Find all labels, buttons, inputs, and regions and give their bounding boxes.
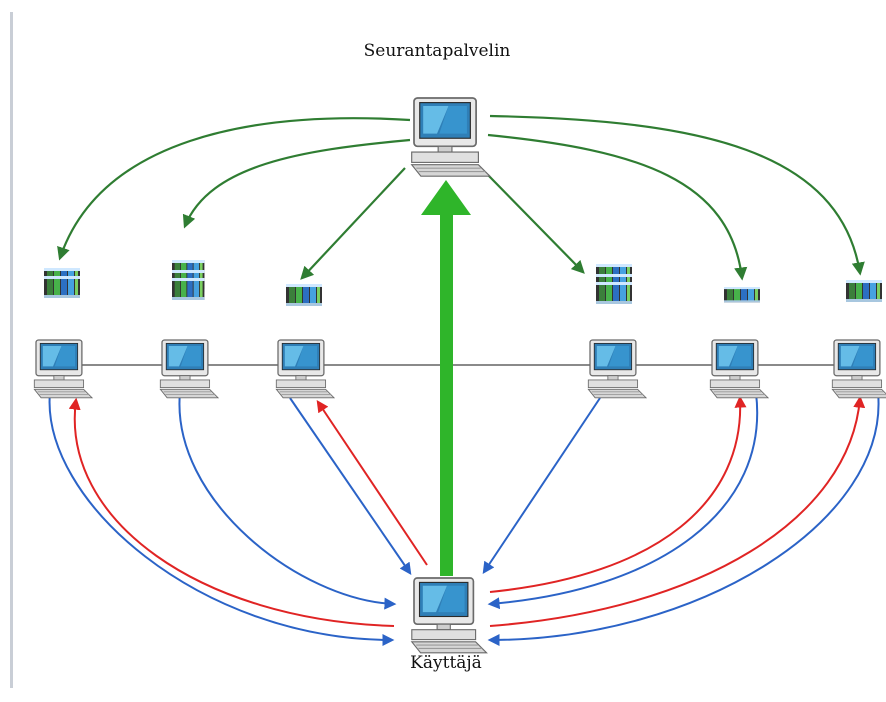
arrow-user-to-peer1 xyxy=(68,397,395,627)
file-stack-icon xyxy=(286,284,322,306)
file-stack-icon xyxy=(44,268,80,298)
peer-computers xyxy=(33,339,886,399)
arrow-server-to-peer-4 xyxy=(487,174,585,274)
arrow-peer4-to-user xyxy=(482,397,601,574)
user-to-server-arrow xyxy=(421,180,471,576)
tracker-server-computer xyxy=(410,97,491,178)
arrow-user-to-peer3 xyxy=(316,400,428,566)
computer-icon xyxy=(275,339,335,399)
user-to-peer-arrows xyxy=(68,395,866,627)
computer-icon xyxy=(709,339,769,399)
user-computer xyxy=(410,577,488,654)
file-stack-icon xyxy=(596,264,632,304)
arrow-server-to-peer-6 xyxy=(489,114,865,276)
computer-icon xyxy=(831,339,886,399)
left-border-rule xyxy=(10,12,13,688)
arrow-peer6-to-user xyxy=(487,391,880,646)
arrow-peer2-to-user xyxy=(178,391,397,610)
file-stack-icon xyxy=(172,260,205,300)
computer-icon xyxy=(587,339,647,399)
arrow-peer1-to-user xyxy=(48,391,395,646)
peer-to-user-arrows xyxy=(48,391,880,646)
arrow-user-to-peer6 xyxy=(489,395,866,627)
arrow-user-to-peer5 xyxy=(489,395,747,593)
arrow-server-to-peer-5 xyxy=(487,133,748,281)
file-stack-icon xyxy=(846,280,882,302)
user-label: Käyttäjä xyxy=(410,653,482,673)
computer-icon xyxy=(33,339,93,399)
file-stack-icon xyxy=(724,287,760,303)
arrow-server-to-peer-1 xyxy=(57,117,411,261)
computer-icon xyxy=(410,577,488,654)
computer-icon xyxy=(159,339,219,399)
arrow-server-to-peer-2 xyxy=(182,138,411,229)
computer-icon xyxy=(410,97,491,178)
file-chunks xyxy=(44,260,882,306)
arrow-server-to-peer-3 xyxy=(300,167,406,280)
arrow-peer3-to-user xyxy=(289,397,412,575)
tracker-server-label: Seurantapalvelin xyxy=(364,41,511,61)
arrow-peer5-to-user xyxy=(487,392,759,610)
server-to-peer-arrows xyxy=(57,114,865,281)
